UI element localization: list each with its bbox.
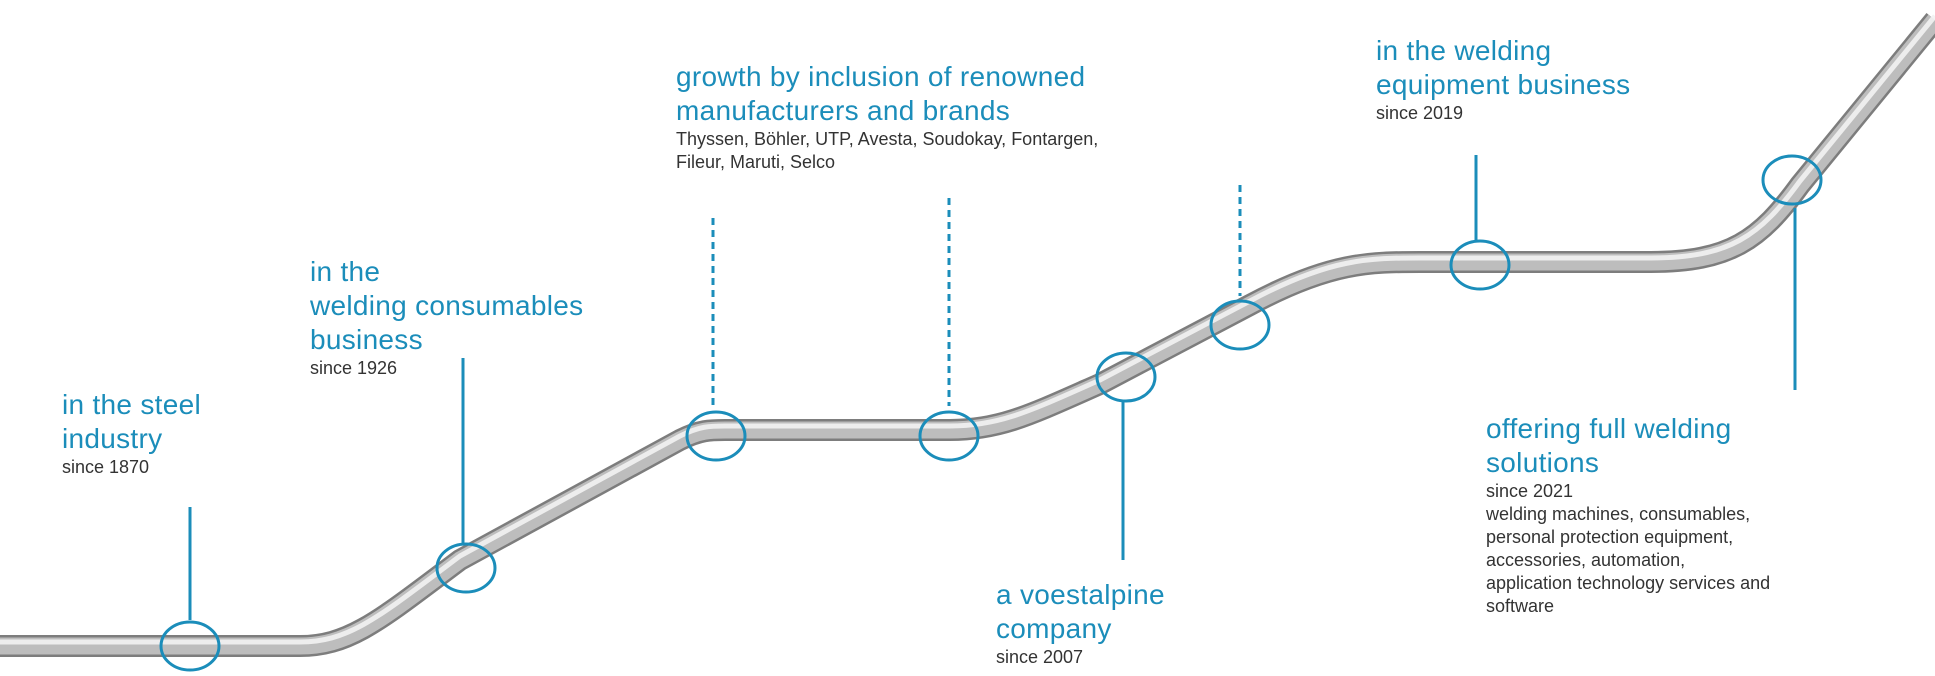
- offering-list: software: [1486, 596, 1555, 616]
- milestone-title: company: [996, 613, 1112, 644]
- timeline-pipe: [0, 13, 1935, 657]
- milestone-title: growth by inclusion of renowned: [676, 61, 1086, 92]
- offering-list: accessories, automation,: [1486, 550, 1686, 570]
- milestone-title: in the: [310, 256, 381, 287]
- milestone-title: manufacturers and brands: [676, 95, 1011, 126]
- milestone-ring: [918, 410, 980, 462]
- milestone-ring: [1095, 351, 1157, 403]
- offering-list: application technology services and: [1486, 573, 1771, 593]
- milestone-since: since 2019: [1376, 103, 1464, 123]
- milestone-full-solutions: offering full welding solutions since 20…: [1486, 412, 1770, 618]
- milestone-ring: [685, 410, 747, 462]
- milestone-title: a voestalpine: [996, 579, 1165, 610]
- milestone-ring: [1209, 299, 1271, 351]
- milestone-voestalpine: a voestalpine company since 2007: [996, 578, 1165, 669]
- milestone-ring: [1449, 239, 1511, 291]
- milestone-welding-consumables: in the welding consumables business sinc…: [310, 255, 583, 380]
- milestone-steel-industry: in the steel industry since 1870: [62, 388, 201, 479]
- brand-list: Thyssen, Böhler, UTP, Avesta, Soudokay, …: [676, 129, 1099, 149]
- milestone-title: in the steel: [62, 389, 202, 420]
- milestone-welding-equipment: in the welding equipment business since …: [1376, 34, 1630, 125]
- milestone-since: since 1870: [62, 457, 150, 477]
- milestone-since: since 2007: [996, 647, 1084, 667]
- milestone-since: since 2021: [1486, 481, 1574, 501]
- milestone-ring: [435, 542, 497, 594]
- offering-list: personal protection equipment,: [1486, 527, 1734, 547]
- brand-list: Fileur, Maruti, Selco: [676, 152, 836, 172]
- milestone-growth-brands: growth by inclusion of renowned manufact…: [676, 60, 1098, 174]
- milestone-title: business: [310, 324, 423, 355]
- milestone-ring: [159, 620, 221, 672]
- milestone-since: since 1926: [310, 358, 398, 378]
- offering-list: welding machines, consumables,: [1486, 504, 1751, 524]
- milestone-title: solutions: [1486, 447, 1600, 478]
- milestone-title: welding consumables: [310, 290, 584, 321]
- milestone-title: industry: [62, 423, 163, 454]
- milestone-title: equipment business: [1376, 69, 1631, 100]
- milestone-ring: [1761, 154, 1823, 206]
- milestone-title: in the welding: [1376, 35, 1552, 66]
- milestone-title: offering full welding: [1486, 413, 1732, 444]
